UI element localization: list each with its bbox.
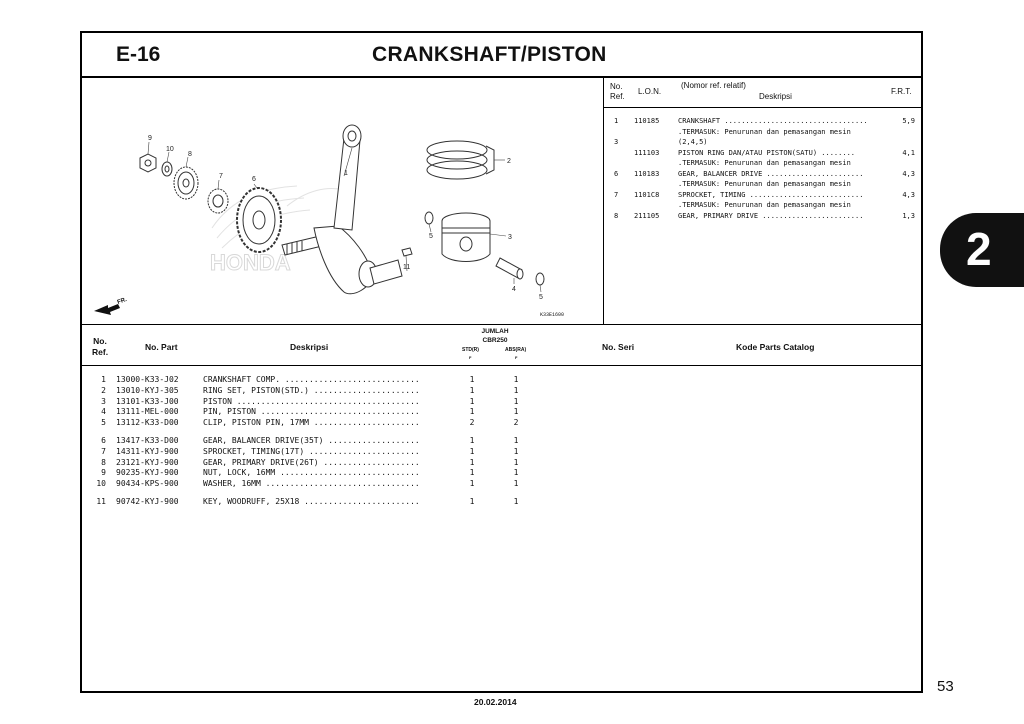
timing-sprocket-icon — [207, 188, 229, 214]
callout-7: 7 — [219, 173, 223, 180]
piston-ring-set-icon — [426, 140, 495, 180]
title-row: E-16 CRANKSHAFT/PISTON — [82, 33, 921, 78]
callout-5-right: 5 — [539, 294, 543, 301]
ref-line: .TERMASUK: Penurunan dan pemasangan mesi… — [678, 159, 851, 167]
header-abs: ABS(RA) — [505, 347, 527, 353]
ref-table-header: No. Ref. L.O.N. (Nomor ref. relatif) Des… — [604, 78, 921, 108]
piston-icon — [441, 212, 491, 262]
footer-date: 20.02.2014 — [474, 697, 517, 707]
callout-8: 8 — [188, 151, 192, 158]
callout-5-left: 5 — [429, 233, 433, 240]
ref-header-lon: L.O.N. — [638, 87, 662, 96]
header-abs-flag: F — [515, 355, 518, 360]
ref-line: .TERMASUK: Penurunan dan pemasangan mesi… — [678, 201, 851, 209]
lock-nut-icon — [139, 153, 157, 173]
page-number: 53 — [937, 678, 954, 695]
callout-9: 9 — [148, 135, 152, 142]
callout-6: 6 — [252, 176, 256, 183]
header-jumlah: JUMLAH — [481, 328, 509, 335]
ref-header-ref-label: Ref. — [610, 92, 625, 101]
ref-header-frt: F.R.T. — [891, 87, 912, 96]
honda-watermark: HONDA — [210, 250, 291, 275]
callout-2: 2 — [507, 158, 511, 165]
callout-11: 11 — [403, 264, 410, 271]
ref-header-no-label: No. — [610, 82, 623, 91]
chapter-tab: 2 — [940, 213, 1024, 287]
exploded-diagram: HONDA — [82, 78, 604, 325]
header-kode-parts: Kode Parts Catalog — [736, 342, 815, 352]
header-deskripsi: Deskripsi — [290, 342, 329, 352]
header-ref-label: Ref. — [92, 347, 109, 357]
header-model: CBR250 — [482, 337, 508, 344]
callout-4: 4 — [512, 286, 516, 293]
header-std-flag: F — [469, 355, 472, 360]
header-no-label: No. — [93, 336, 107, 346]
washer-icon — [161, 161, 173, 177]
ref-header-nomor: (Nomor ref. relatif) — [681, 81, 746, 90]
header-std: STD(R) — [462, 347, 479, 353]
header-no-ref: No. Ref. — [92, 336, 108, 358]
section-code: E-16 — [116, 43, 161, 66]
woodruff-key-icon — [401, 247, 413, 257]
piston-pin-icon — [495, 257, 524, 280]
crankshaft-icon — [281, 124, 403, 295]
parts-table-header: No. Ref. No. Part Deskripsi JUMLAH CBR25… — [82, 325, 921, 366]
ref-table: No. Ref. L.O.N. (Nomor ref. relatif) Des… — [604, 78, 921, 325]
callout-3: 3 — [508, 234, 512, 241]
ref-line: .TERMASUK: Penurunan dan pemasangan mesi… — [678, 180, 851, 188]
front-label: FR. — [117, 297, 128, 306]
front-direction-arrow-icon: FR. — [94, 297, 128, 315]
ref-line: 3(2,4,5) — [614, 138, 708, 146]
catalog-page-frame: E-16 CRANKSHAFT/PISTON HONDA — [80, 31, 923, 693]
page-title: CRANKSHAFT/PISTON — [372, 43, 607, 66]
primary-drive-gear-icon — [173, 166, 199, 200]
ref-header-deskripsi: Deskripsi — [759, 92, 792, 101]
ref-header-no: No. Ref. — [610, 82, 625, 102]
parts-illustration: HONDA — [94, 124, 545, 315]
callout-10: 10 — [166, 146, 174, 153]
chapter-number: 2 — [966, 223, 992, 275]
callout-1: 1 — [344, 170, 348, 177]
balancer-drive-gear-icon — [236, 187, 282, 253]
header-no-part: No. Part — [145, 342, 178, 352]
ref-line: .TERMASUK: Penurunan dan pemasangan mesi… — [678, 127, 851, 136]
header-no-seri: No. Seri — [602, 342, 635, 352]
diagram-code: K33E1600 — [540, 312, 565, 318]
